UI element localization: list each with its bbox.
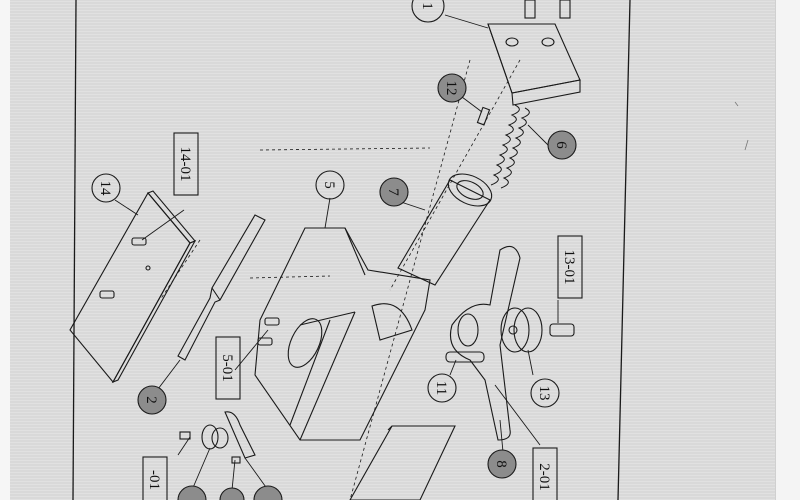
assembly-axis-lines bbox=[159, 59, 521, 500]
callout-6: 6 bbox=[547, 130, 577, 160]
svg-text:11: 11 bbox=[433, 381, 449, 395]
svg-text:14-01: 14-01 bbox=[177, 147, 193, 182]
part-2-bar bbox=[177, 214, 266, 361]
svg-text:12: 12 bbox=[443, 81, 459, 96]
part-7-cylinder bbox=[397, 173, 493, 286]
callout-box-2-01: 2-01 bbox=[532, 447, 558, 500]
callout-1: 1 bbox=[411, 0, 445, 23]
part-13-roller bbox=[500, 307, 575, 353]
svg-text:1: 1 bbox=[419, 2, 435, 10]
svg-text:14: 14 bbox=[97, 181, 113, 197]
svg-text:5: 5 bbox=[321, 181, 337, 189]
callout-partial-a bbox=[177, 485, 207, 500]
callout-7: 7 bbox=[379, 177, 409, 207]
callout-partial-c bbox=[253, 485, 283, 500]
scan-marks bbox=[734, 101, 749, 151]
callout-box-partial-01: -01 bbox=[142, 456, 168, 500]
part-12-lever bbox=[449, 245, 521, 441]
svg-text:5-01: 5-01 bbox=[219, 354, 235, 382]
frame-border-left bbox=[72, 0, 77, 500]
leader-lines bbox=[114, 14, 559, 491]
part-8-pin bbox=[476, 106, 491, 126]
small-parts-cluster bbox=[179, 411, 256, 464]
bottom-plate bbox=[349, 425, 456, 500]
callout-2: 2 bbox=[137, 385, 167, 415]
svg-text:8: 8 bbox=[493, 460, 509, 468]
callout-box-5-01: 5-01 bbox=[215, 336, 241, 400]
callout-8: 12 bbox=[437, 73, 467, 103]
svg-text:7: 7 bbox=[385, 188, 401, 196]
svg-text:6: 6 bbox=[553, 141, 569, 149]
svg-text:13-01: 13-01 bbox=[561, 250, 577, 285]
callout-13: 13 bbox=[530, 378, 560, 408]
svg-text:-01: -01 bbox=[146, 470, 162, 490]
callout-5: 5 bbox=[315, 170, 345, 200]
page-margin-right bbox=[775, 0, 800, 500]
callout-box-14-01: 14-01 bbox=[173, 132, 199, 196]
callout-11: 11 bbox=[427, 373, 457, 403]
svg-text:13: 13 bbox=[536, 386, 552, 401]
callout-12: 8 bbox=[487, 449, 517, 479]
callout-partial-b bbox=[219, 487, 245, 500]
part-6-spring bbox=[490, 104, 530, 189]
frame-border-right bbox=[617, 0, 631, 500]
callout-box-13-01: 13-01 bbox=[557, 235, 583, 299]
part-11-pin bbox=[445, 351, 485, 363]
callout-14: 14 bbox=[91, 173, 121, 203]
svg-text:2-01: 2-01 bbox=[536, 463, 552, 491]
part-1-block bbox=[487, 0, 581, 106]
part-14-plate bbox=[69, 190, 197, 384]
part-5-block bbox=[254, 227, 431, 441]
page-margin-left bbox=[0, 0, 10, 500]
svg-text:2: 2 bbox=[143, 396, 159, 404]
